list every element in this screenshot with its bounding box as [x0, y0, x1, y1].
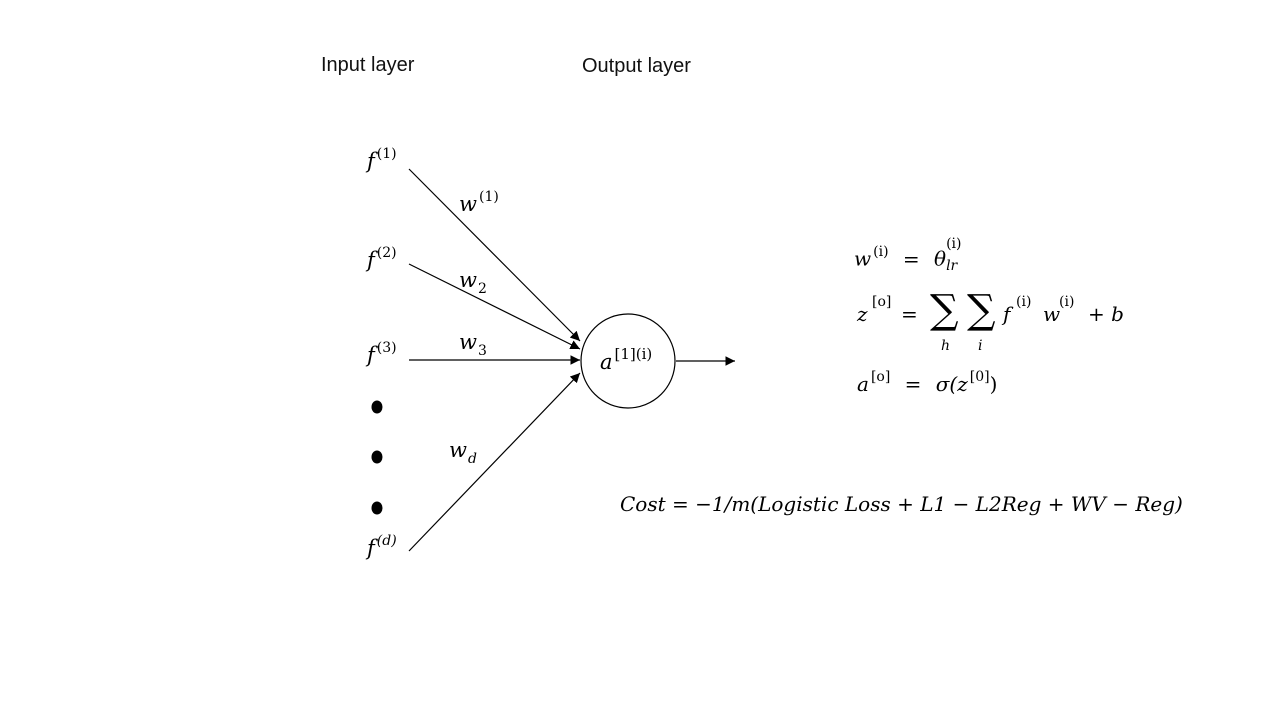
weight-label-w1: w(1): [459, 189, 499, 216]
input-layer-heading: Input layer: [321, 54, 415, 76]
ellipsis-dot: [371, 501, 383, 515]
edge-fd-neuron: [408, 372, 581, 552]
weight-label-w3: w3: [459, 330, 487, 359]
summation-sign: ∑: [967, 287, 996, 333]
ellipsis-dot: [371, 400, 383, 414]
edge-f2-neuron: [408, 263, 581, 350]
output-neuron: [580, 313, 676, 409]
input-label-fd: f(d): [367, 533, 397, 560]
cost-equation: Cost = −1/m(Logistic Loss + L1 − L2Reg +…: [620, 492, 1183, 516]
equation-activation: a[o] = σ(z[0]): [857, 369, 998, 396]
input-label-f2: f(2): [367, 245, 397, 272]
ellipsis-dot: [371, 450, 383, 464]
edge-f1-neuron: [408, 168, 581, 342]
output-layer-heading: Output layer: [582, 55, 691, 77]
equation-weight-def: w(i) = θ(i)lr: [854, 236, 962, 274]
weight-label-wd: wd: [449, 438, 477, 467]
input-label-f3: f(3): [367, 340, 397, 367]
weight-label-w2: w2: [459, 268, 487, 297]
neuron-label: a[1](i): [600, 345, 653, 374]
input-label-f1: f(1): [367, 146, 397, 173]
summation-sign: ∑: [930, 287, 959, 333]
